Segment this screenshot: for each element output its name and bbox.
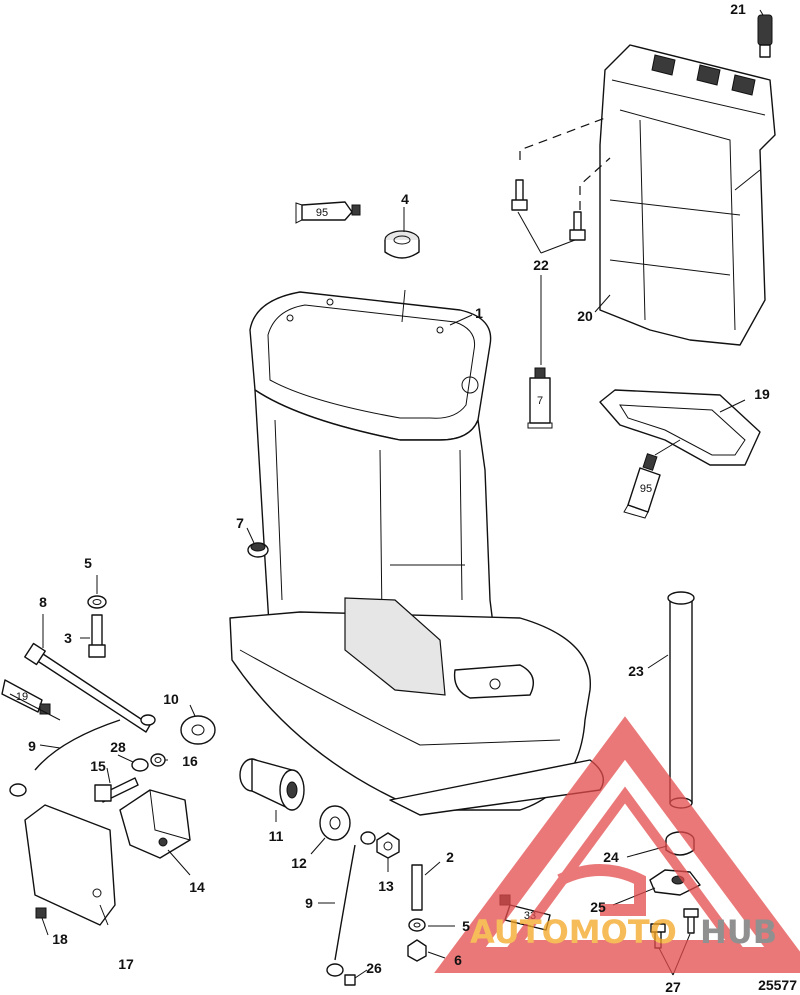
washer-5-upper: [87, 595, 107, 609]
callout-5-upper: 5: [84, 555, 92, 571]
fitting-21: [757, 14, 773, 58]
nut-6: [407, 939, 427, 962]
cover-17: [24, 804, 116, 926]
callout-16: 16: [182, 753, 198, 769]
drive-shaft-housing: [229, 289, 604, 816]
bracket-14: [119, 789, 191, 859]
callout-27: 27: [665, 979, 681, 995]
gasket-19: [599, 389, 761, 466]
seal-4: [384, 230, 420, 259]
ground-strap-9-right: [326, 831, 376, 977]
bolt-8: [24, 642, 151, 733]
mount-11: [239, 758, 305, 811]
callout-14: 14: [189, 879, 205, 895]
callout-22: 22: [533, 257, 549, 273]
callout-25: 25: [590, 899, 606, 915]
callout-24: 24: [603, 849, 619, 865]
watermark-word-gray: HUB: [700, 913, 777, 951]
screw-3: [88, 614, 106, 658]
plug-7: [247, 542, 269, 558]
washer-12: [319, 805, 351, 841]
callout-15: 15: [90, 758, 106, 774]
figure-number: 25577: [758, 977, 797, 993]
callout-11: 11: [269, 828, 284, 844]
screws-27: [650, 908, 699, 949]
sealant-tube-95-top: 95: [295, 201, 361, 224]
callout-7-plug: 7: [236, 515, 244, 531]
callout-9-left: 9: [28, 738, 36, 754]
callout-4: 4: [401, 191, 409, 207]
callout-9-right: 9: [305, 895, 313, 911]
adapter-plate: [599, 44, 776, 346]
sealant-tube-7: 7: [527, 367, 553, 429]
stud-2: [411, 864, 423, 911]
callout-10: 10: [163, 691, 179, 707]
callout-21: 21: [730, 1, 746, 17]
screw-22-left: [511, 179, 528, 211]
callout-23: 23: [628, 663, 644, 679]
callout-5-lower: 5: [462, 918, 470, 934]
watermark-logo: AUTOMOTO HUB: [434, 716, 800, 973]
sealant-tube-95-right: 95: [623, 453, 661, 519]
callout-17: 17: [118, 956, 134, 972]
callout-18: 18: [52, 931, 68, 947]
callout-28: 28: [110, 739, 126, 755]
watermark-word-orange: AUTOMOTO: [470, 913, 677, 951]
alignment-line-left: [519, 117, 606, 160]
washer-10: [180, 715, 216, 745]
washer-5-lower: [408, 918, 426, 932]
screw-18: [35, 907, 47, 919]
alignment-line-right: [579, 157, 611, 210]
screw-22-right: [569, 211, 586, 241]
tube-95-right-label: 95: [640, 483, 652, 495]
callout-6: 6: [454, 952, 462, 968]
screw-15: [94, 777, 139, 803]
callout-19: 19: [754, 386, 770, 402]
tube-19-label: 19: [16, 691, 28, 703]
callout-2: 2: [446, 849, 454, 865]
callout-20: 20: [577, 308, 593, 324]
callout-12: 12: [291, 855, 307, 871]
callout-3: 3: [64, 630, 72, 646]
callout-numbers: 1 2 3 4 5 5 6 7 7 8 9 9 10 11 12 13 14 1…: [28, 1, 770, 995]
tube-95-top-label: 95: [316, 207, 328, 219]
washer-28: [131, 758, 149, 772]
tube-7-label: 7: [537, 395, 543, 407]
screw-26: [344, 974, 356, 986]
washer-16: [150, 753, 166, 767]
callout-26: 26: [366, 960, 382, 976]
tube-23: [667, 591, 695, 809]
callout-1: 1: [475, 305, 483, 321]
sealant-tube-19: 19: [1, 679, 51, 715]
callout-13: 13: [378, 878, 394, 894]
callout-8: 8: [39, 594, 47, 610]
ground-strap-9-left: [9, 714, 156, 797]
nut-13: [376, 832, 400, 859]
